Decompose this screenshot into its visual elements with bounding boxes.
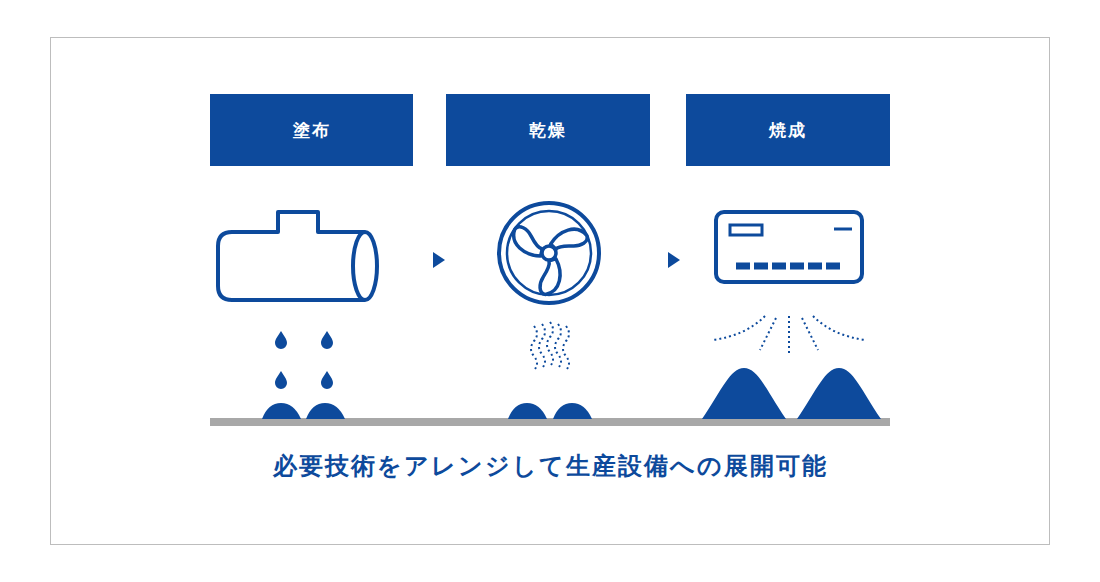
nozzle-pipe [218, 212, 377, 300]
step-arrow [433, 252, 445, 268]
process-box: 焼成 [686, 94, 890, 166]
fired-mounds [702, 368, 881, 419]
caption: 必要技術をアレンジして生産設備への展開可能 [0, 451, 1100, 482]
process-box: 塗布 [210, 94, 413, 166]
process-label: 塗布 [293, 120, 331, 140]
process-label: 焼成 [769, 120, 807, 140]
drops [275, 331, 333, 389]
dried-mounds [508, 403, 592, 419]
step-arrow [668, 252, 680, 268]
heater-unit [716, 212, 862, 282]
ground-bar [210, 418, 890, 426]
process-label: 乾燥 [529, 120, 567, 140]
heat-rays [712, 316, 866, 356]
drying-waves [531, 322, 569, 370]
process-box: 乾燥 [446, 94, 650, 166]
coating-mounds [262, 403, 345, 419]
fan-icon [499, 203, 599, 303]
